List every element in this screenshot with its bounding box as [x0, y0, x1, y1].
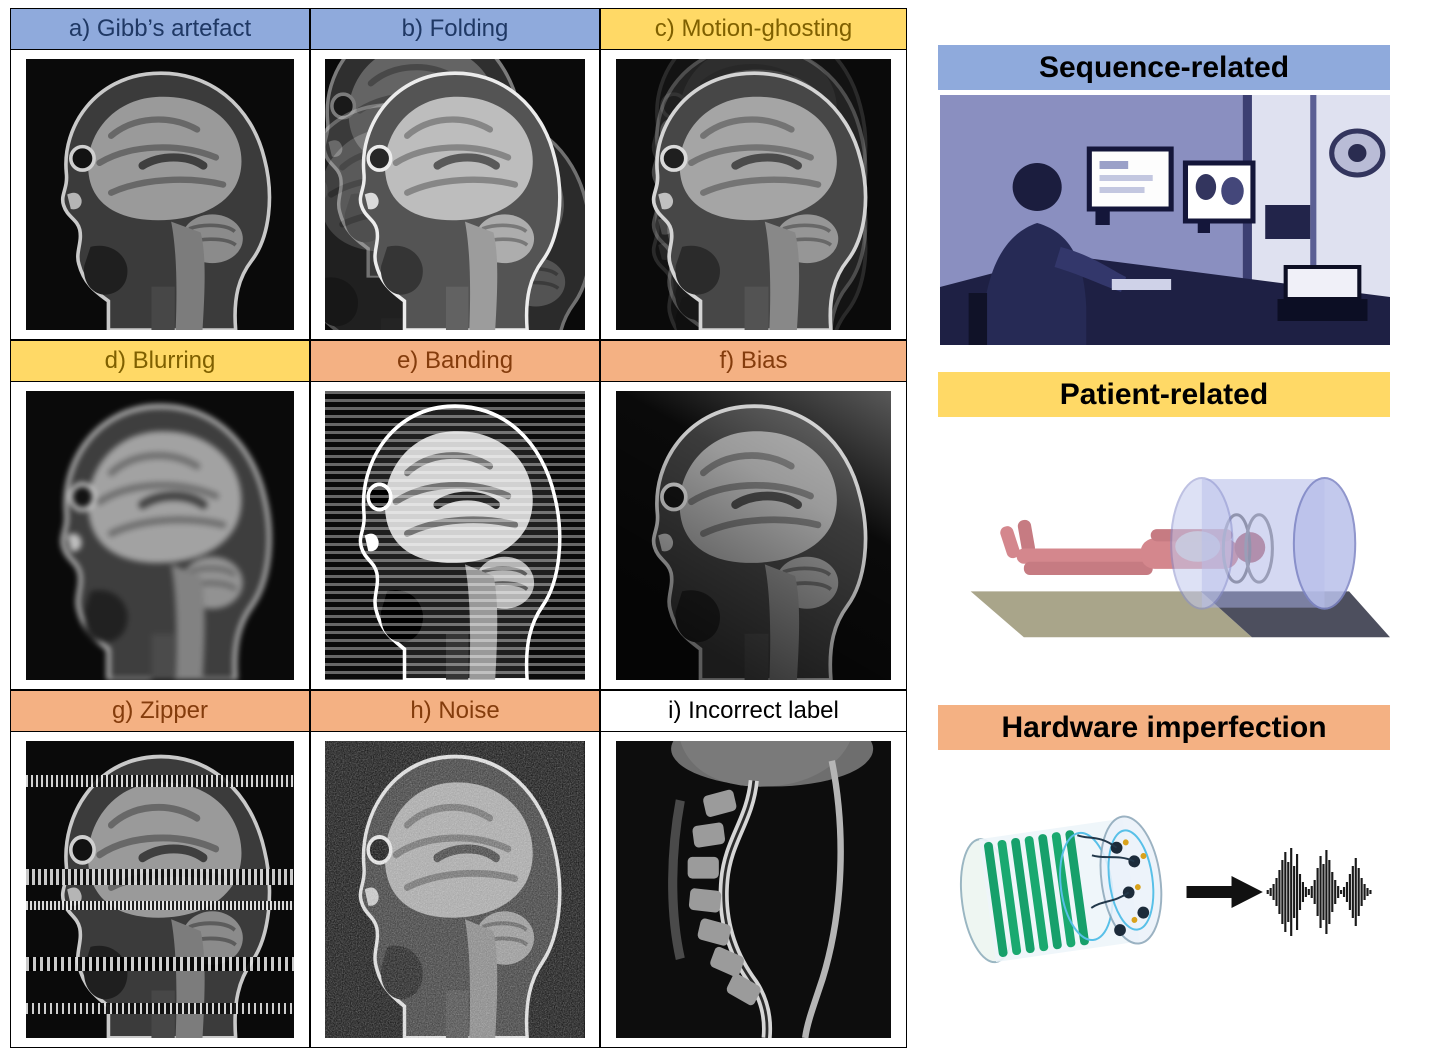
- panel-bias: f) Bias: [600, 340, 907, 690]
- panel-blurring-header: d) Blurring: [11, 341, 309, 382]
- panel-blurring-label: d) Blurring: [104, 347, 216, 374]
- panel-incorrect-label: i) Incorrect label: [600, 690, 907, 1048]
- panel-gibbs-label: a) Gibb’s artefact: [68, 15, 252, 42]
- panel-bias-label: f) Bias: [719, 347, 788, 374]
- mri-console-room-illustration: [940, 95, 1390, 345]
- banner-patient-related-label: Patient-related: [1059, 377, 1269, 411]
- panel-zipper: g) Zipper: [10, 690, 310, 1048]
- banner-sequence-related-label: Sequence-related: [1038, 50, 1290, 84]
- panel-banding-label: e) Banding: [396, 347, 514, 374]
- panel-banding: e) Banding: [310, 340, 600, 690]
- artifact-grid: a) Gibb’s artefact b) Folding: [10, 8, 907, 1048]
- patient-in-scanner-illustration: [940, 428, 1390, 673]
- banner-sequence-related: Sequence-related: [938, 45, 1390, 90]
- console-room-image: [940, 95, 1390, 345]
- panel-motion-ghosting: c) Motion-ghosting: [600, 8, 907, 340]
- panel-incorrect-label-header: i) Incorrect label: [601, 691, 906, 732]
- banner-hardware-imperfection-label: Hardware imperfection: [1001, 710, 1327, 744]
- panel-noise-header: h) Noise: [311, 691, 599, 732]
- banner-patient-related: Patient-related: [938, 372, 1390, 417]
- panel-banding-header: e) Banding: [311, 341, 599, 382]
- acoustic-noise-waveform-icon: [1266, 848, 1372, 936]
- panel-noise-label: h) Noise: [410, 697, 500, 724]
- panel-gibbs: a) Gibb’s artefact: [10, 8, 310, 340]
- hardware-noise-illustration: [940, 772, 1390, 1012]
- panel-gibbs-header: a) Gibb’s artefact: [11, 9, 309, 50]
- panel-zipper-label: g) Zipper: [111, 697, 209, 724]
- arrow-right-icon: [1186, 876, 1263, 908]
- mri-image-folding: [325, 59, 585, 330]
- category-column: Sequence-related: [935, 0, 1405, 1056]
- mri-image-banding: [325, 391, 585, 680]
- panel-motion-ghosting-label: c) Motion-ghosting: [654, 15, 853, 42]
- panel-motion-ghosting-header: c) Motion-ghosting: [601, 9, 906, 50]
- coil-and-waveform-image: [960, 815, 1372, 964]
- panel-blurring: d) Blurring: [10, 340, 310, 690]
- mri-image-blurring: [25, 391, 295, 680]
- mri-image-gibbs: [25, 59, 295, 330]
- panel-bias-header: f) Bias: [601, 341, 906, 382]
- patient-scanner-image: [970, 477, 1390, 638]
- mri-image-bias: [615, 391, 892, 680]
- banner-hardware-imperfection: Hardware imperfection: [938, 705, 1390, 750]
- panel-incorrect-label-label: i) Incorrect label: [668, 697, 839, 724]
- panel-noise: h) Noise: [310, 690, 600, 1048]
- panel-zipper-header: g) Zipper: [11, 691, 309, 732]
- mri-image-motion-ghosting: [615, 59, 892, 330]
- mri-image-noise: [325, 741, 585, 1038]
- mri-image-incorrect-label: [615, 741, 892, 1038]
- panel-folding: b) Folding: [310, 8, 600, 340]
- panel-folding-header: b) Folding: [311, 9, 599, 50]
- panel-folding-label: b) Folding: [401, 15, 509, 42]
- gradient-coil-icon: [960, 815, 1163, 964]
- mri-image-zipper: [25, 741, 295, 1038]
